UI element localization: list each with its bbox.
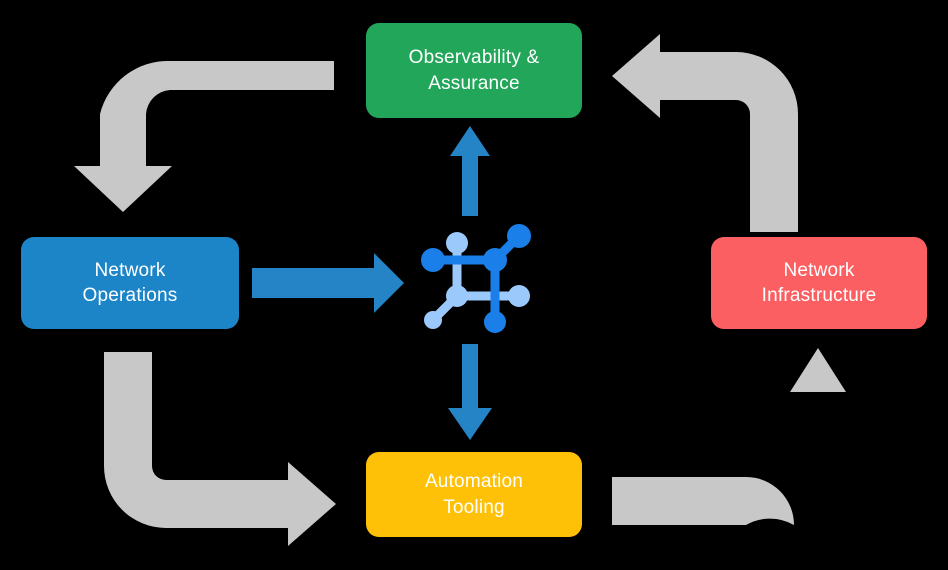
topology-node-mid-right bbox=[508, 285, 530, 307]
arrow-infrastructure-to-observability-shape bbox=[612, 34, 798, 232]
topology-light-nodes bbox=[424, 232, 530, 329]
topology-node-bottom-left bbox=[424, 311, 442, 329]
topology-node-hub bbox=[483, 248, 507, 272]
node-box-observability-assurance[interactable]: Observability & Assurance bbox=[366, 23, 582, 118]
network-topology-icon bbox=[421, 224, 531, 333]
topology-node-top-left bbox=[446, 232, 468, 254]
topology-node-left bbox=[421, 248, 445, 272]
node-box-network-operations[interactable]: Network Operations bbox=[21, 237, 239, 329]
node-box-network-infrastructure[interactable]: Network Infrastructure bbox=[711, 237, 927, 329]
topology-node-top-right bbox=[507, 224, 531, 248]
arrow-center-to-automation bbox=[448, 344, 492, 440]
topology-dark-nodes bbox=[421, 224, 531, 333]
arrow-operations-to-center bbox=[252, 253, 404, 313]
topology-node-center-left bbox=[446, 285, 468, 307]
topology-node-bottom bbox=[484, 311, 506, 333]
arrow-automation-to-infrastructure-final bbox=[612, 348, 846, 525]
arrow-center-to-observability bbox=[450, 126, 490, 216]
arrow-observability-to-operations bbox=[74, 60, 334, 212]
arrow-operations-to-automation bbox=[104, 352, 336, 546]
node-box-automation-tooling[interactable]: Automation Tooling bbox=[366, 452, 582, 537]
